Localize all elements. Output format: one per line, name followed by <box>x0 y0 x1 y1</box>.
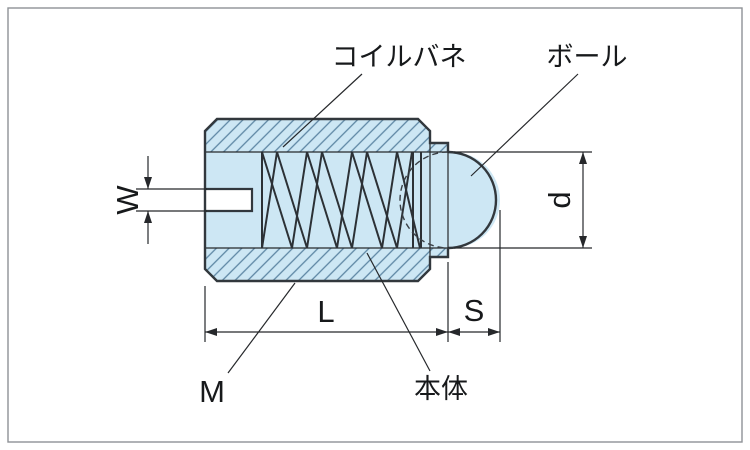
plunger-body-fill <box>205 119 448 281</box>
leader-body <box>366 252 431 372</box>
dim-letter-s: S <box>464 293 485 328</box>
drawing-frame <box>7 7 743 443</box>
label-ball: ボール <box>547 42 628 72</box>
screwdriver-slot <box>203 187 254 213</box>
label-body: 本体 <box>414 374 468 404</box>
ball-hidden-outline <box>399 151 449 249</box>
spring-zigzag-back <box>261 151 421 249</box>
coil-spring <box>261 151 422 249</box>
label-coil-spring: コイルバネ <box>332 42 467 72</box>
dimension-l: L <box>204 262 449 342</box>
dimension-w: W <box>110 156 207 244</box>
dim-letter-m: M <box>199 374 225 409</box>
dim-letter-d: d <box>542 191 577 208</box>
leader-ball <box>470 73 579 177</box>
spring-zigzag-front <box>261 151 413 249</box>
plunger-body-outline <box>203 117 450 283</box>
dimension-d: d <box>454 151 592 249</box>
ball-visible-outline <box>447 150 498 250</box>
slot-outline <box>205 187 254 213</box>
dim-letter-w: W <box>110 185 145 215</box>
body-hatch-bottom <box>205 248 448 281</box>
dimension-s: S <box>448 210 501 342</box>
leader-thread-m <box>227 282 296 374</box>
body-hatch-top <box>205 119 448 152</box>
plunger-body <box>205 119 448 281</box>
slot-fill <box>203 188 252 212</box>
ball-outline <box>399 150 498 250</box>
dim-letter-l: L <box>317 294 334 329</box>
leader-coil-spring <box>282 73 363 148</box>
